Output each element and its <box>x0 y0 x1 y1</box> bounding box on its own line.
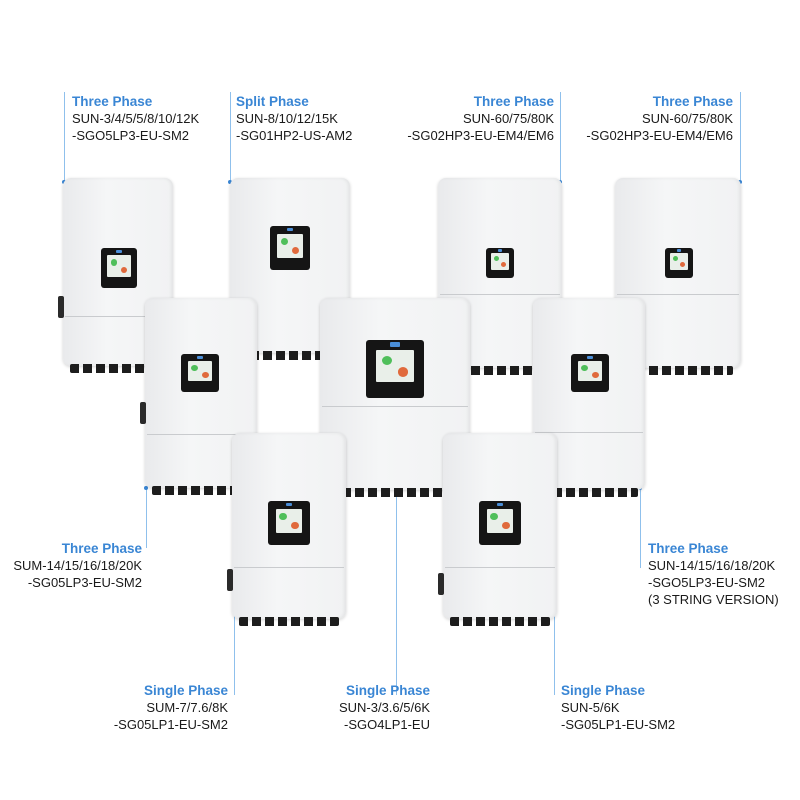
model-line: -SG05LP1-EU-SM2 <box>561 717 676 732</box>
connector-line <box>396 488 397 695</box>
model-label: Three Phase SUN-3/4/5/5/8/10/12K -SGO5LP… <box>72 93 199 144</box>
inverter-display <box>486 248 514 278</box>
connector-line <box>234 600 235 695</box>
phase-label: Single Phase <box>143 683 228 698</box>
connector-line <box>554 600 555 695</box>
inverter-display <box>268 501 310 545</box>
model-line: SUN-5/6K <box>561 700 620 715</box>
model-label: Three Phase SUM-14/15/16/18/20K -SG05LP3… <box>13 540 142 591</box>
connector-line <box>740 92 741 182</box>
model-line: -SGO5LP3-EU-SM2 <box>648 575 766 590</box>
model-label: Three Phase SUN-14/15/16/18/20K -SGO5LP3… <box>648 540 779 608</box>
phase-label: Three Phase <box>72 94 153 109</box>
model-line: SUN-8/10/12/15K <box>236 111 338 126</box>
inverter-display <box>101 248 137 288</box>
inverter-unit <box>438 433 557 626</box>
model-label: Single Phase SUM-7/7.6/8K -SG05LP1-EU-SM… <box>114 682 228 733</box>
model-label: Three Phase SUN-60/75/80K -SG02HP3-EU-EM… <box>586 93 733 144</box>
model-line: SUN-3/4/5/5/8/10/12K <box>72 111 200 126</box>
model-line: SUN-14/15/16/18/20K <box>648 558 776 573</box>
model-line: -SG01HP2-US-AM2 <box>236 128 353 143</box>
connector-line <box>64 92 65 182</box>
model-line: (3 STRING VERSION) <box>648 592 779 607</box>
model-line: -SG02HP3-EU-EM4/EM6 <box>586 128 733 143</box>
connector-line <box>640 488 641 568</box>
connector-dot <box>144 486 148 490</box>
phase-label: Three Phase <box>61 541 142 556</box>
inverter-display <box>571 354 609 392</box>
inverter-display <box>479 501 521 545</box>
model-label: Three Phase SUN-60/75/80K -SG02HP3-EU-EM… <box>407 93 554 144</box>
model-line: -SG05LP3-EU-SM2 <box>27 575 142 590</box>
phase-label: Split Phase <box>236 94 309 109</box>
model-line: SUN-3/3.6/5/6K <box>338 700 430 715</box>
phase-label: Three Phase <box>473 94 554 109</box>
connector-line <box>560 92 561 182</box>
model-line: -SGO5LP3-EU-SM2 <box>72 128 190 143</box>
model-label: Single Phase SUN-3/3.6/5/6K -SGO4LP1-EU <box>339 682 430 733</box>
model-label: Single Phase SUN-5/6K -SG05LP1-EU-SM2 <box>561 682 675 733</box>
model-line: SUM-7/7.6/8K <box>146 700 228 715</box>
model-label: Split Phase SUN-8/10/12/15K -SG01HP2-US-… <box>236 93 352 144</box>
inverter-display <box>270 226 310 270</box>
phase-label: Three Phase <box>648 541 729 556</box>
model-line: SUM-14/15/16/18/20K <box>13 558 142 573</box>
inverter-display <box>366 340 424 398</box>
model-line: SUN-60/75/80K <box>641 111 733 126</box>
phase-label: Single Phase <box>345 683 430 698</box>
model-line: -SG02HP3-EU-EM4/EM6 <box>407 128 554 143</box>
inverter-display <box>181 354 219 392</box>
model-line: -SGO4LP1-EU <box>344 717 430 732</box>
inverter-unit <box>227 433 346 626</box>
connector-line <box>146 488 147 548</box>
model-line: SUN-60/75/80K <box>462 111 554 126</box>
phase-label: Three Phase <box>652 94 733 109</box>
phase-label: Single Phase <box>561 683 646 698</box>
inverter-display <box>665 248 693 278</box>
connector-line <box>230 92 231 182</box>
model-line: -SG05LP1-EU-SM2 <box>113 717 228 732</box>
